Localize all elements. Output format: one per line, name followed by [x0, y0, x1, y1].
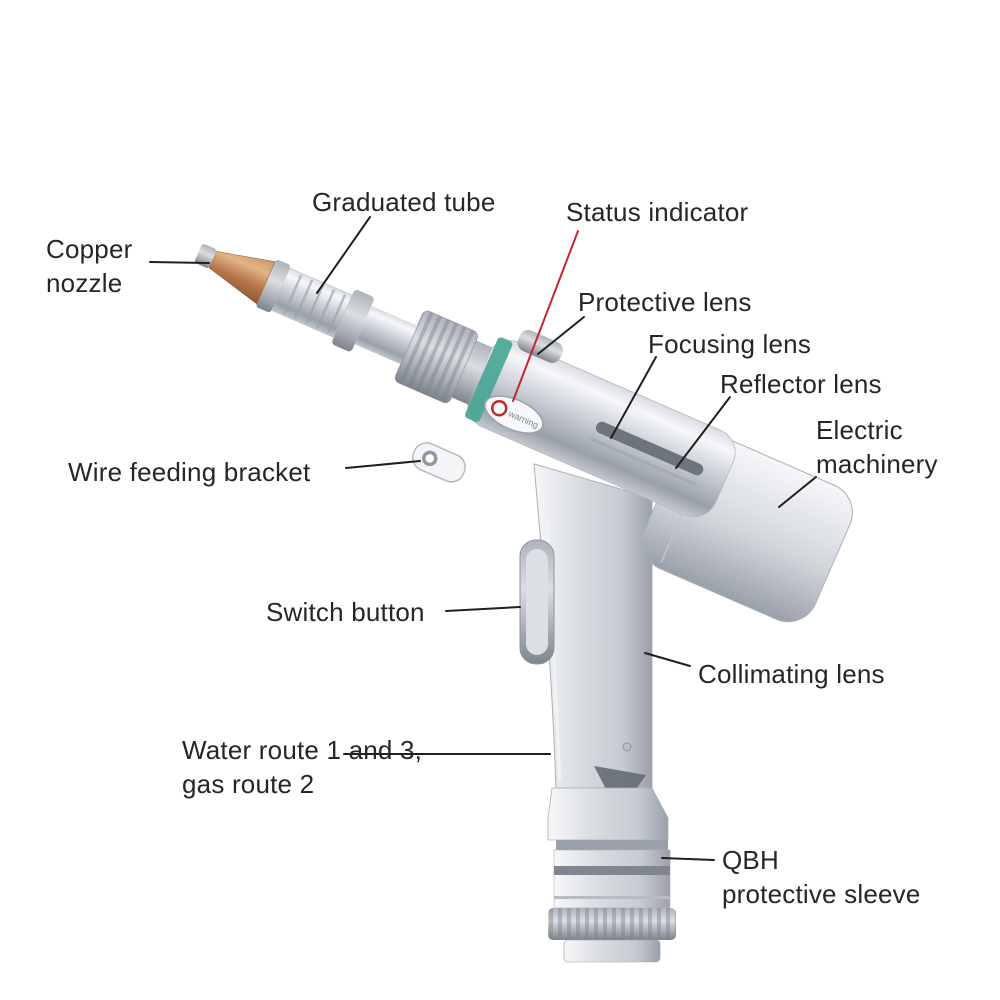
leader-lines: [149, 216, 817, 861]
label-collimating-lens: Collimating lens: [698, 659, 885, 689]
collar-ring: [451, 340, 493, 405]
label-electric-machinery: Electric machinery: [816, 415, 938, 479]
step-ring: [332, 290, 374, 352]
leader-graduated-tube: [316, 216, 371, 294]
gun-barrel: warning: [194, 244, 853, 623]
wire-feeding-bracket-part: [411, 442, 466, 483]
leader-electric-machinery: [778, 476, 817, 508]
leader-qbh: [661, 857, 715, 861]
label-qbh-protective-sleeve: QBH protective sleeve: [722, 845, 921, 909]
label-switch-button: Switch button: [266, 597, 425, 627]
label-focusing-lens: Focusing lens: [648, 329, 812, 359]
leader-status-indicator: [512, 230, 579, 402]
threaded-nut-part: [394, 310, 478, 404]
label-reflector-lens: Reflector lens: [720, 369, 882, 399]
leader-switch-button: [445, 606, 521, 612]
qbh-connector-part: [547, 787, 676, 963]
label-graduated-tube: Graduated tube: [312, 187, 496, 217]
leader-protective-lens: [537, 316, 585, 355]
top-knob: [517, 330, 563, 363]
graduated-tube-part: [271, 267, 353, 338]
label-wire-feeding-bracket: Wire feeding bracket: [68, 457, 311, 487]
status-indicator-light: warning: [484, 395, 544, 434]
leader-copper-nozzle: [149, 261, 210, 264]
label-water-gas-route: Water route 1 and 3, gas route 2: [182, 735, 423, 799]
leader-focusing-lens: [610, 356, 657, 439]
label-copper-nozzle: Copper nozzle: [46, 234, 133, 298]
narrow-tube: [354, 305, 418, 365]
leader-wire-feeding-bracket: [345, 460, 421, 469]
switch-button-part: [519, 539, 555, 665]
leader-reflector-lens: [675, 396, 731, 469]
nozzle-base-ring: [256, 259, 290, 313]
teal-band: [465, 337, 513, 422]
label-protective-lens: Protective lens: [578, 287, 752, 317]
label-status-indicator: Status indicator: [566, 197, 749, 227]
leader-collimating-lens: [644, 652, 691, 667]
vent-slot: [595, 421, 704, 476]
